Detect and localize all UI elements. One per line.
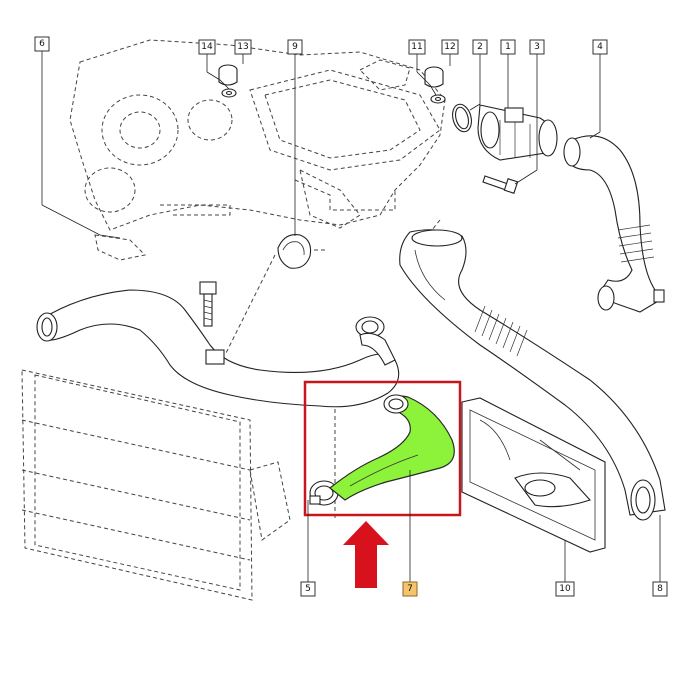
callout-4: 4 <box>592 39 608 55</box>
bolt <box>199 281 217 327</box>
part-5-clamp <box>309 480 339 506</box>
svg-text:4: 4 <box>597 42 603 52</box>
svg-text:14: 14 <box>201 42 213 52</box>
part-2-o-ring <box>452 103 472 133</box>
callout-5: 5 <box>300 581 316 597</box>
part-1-air-flow-meter <box>477 104 558 161</box>
svg-text:13: 13 <box>237 42 248 52</box>
callout-12: 12 <box>441 39 459 55</box>
engine-block-outline <box>69 39 446 261</box>
svg-text:7: 7 <box>407 584 413 594</box>
svg-text:2: 2 <box>477 42 483 52</box>
callout-6: 6 <box>34 36 50 52</box>
svg-text:8: 8 <box>657 584 663 594</box>
part-10-air-box <box>461 397 606 553</box>
part-7-hose-highlighted <box>329 394 455 501</box>
part-8-hose <box>399 229 666 521</box>
part-12-washer <box>430 94 446 104</box>
highlight-frame <box>303 380 462 517</box>
svg-text:9: 9 <box>292 42 298 52</box>
callout-10: 10 <box>555 581 575 597</box>
part-11-grommet <box>424 66 444 88</box>
pointer-arrow <box>343 521 389 588</box>
intercooler-radiator <box>21 369 291 601</box>
part-6-intake-pipe <box>36 289 400 408</box>
svg-text:5: 5 <box>305 584 311 594</box>
part-3-screw <box>482 175 519 194</box>
callout-2: 2 <box>472 39 488 55</box>
callout-13: 13 <box>234 39 252 55</box>
callout-9: 9 <box>287 39 303 55</box>
callout-8: 8 <box>652 581 668 597</box>
svg-text:6: 6 <box>39 39 45 49</box>
svg-text:10: 10 <box>559 584 571 594</box>
callout-11: 11 <box>408 39 426 55</box>
svg-text:3: 3 <box>534 42 540 52</box>
callout-7: 7 <box>402 581 418 597</box>
svg-text:1: 1 <box>505 42 511 52</box>
callout-14: 14 <box>198 39 216 55</box>
part-4-hose <box>563 135 665 313</box>
svg-text:11: 11 <box>411 42 422 52</box>
callout-3: 3 <box>529 39 545 55</box>
leader-lines <box>41 49 661 584</box>
part-14-washer <box>221 88 237 98</box>
part-9-hose-clip <box>277 233 312 269</box>
part-13-grommet <box>218 64 238 86</box>
callout-1: 1 <box>500 39 516 55</box>
svg-text:12: 12 <box>444 42 455 52</box>
